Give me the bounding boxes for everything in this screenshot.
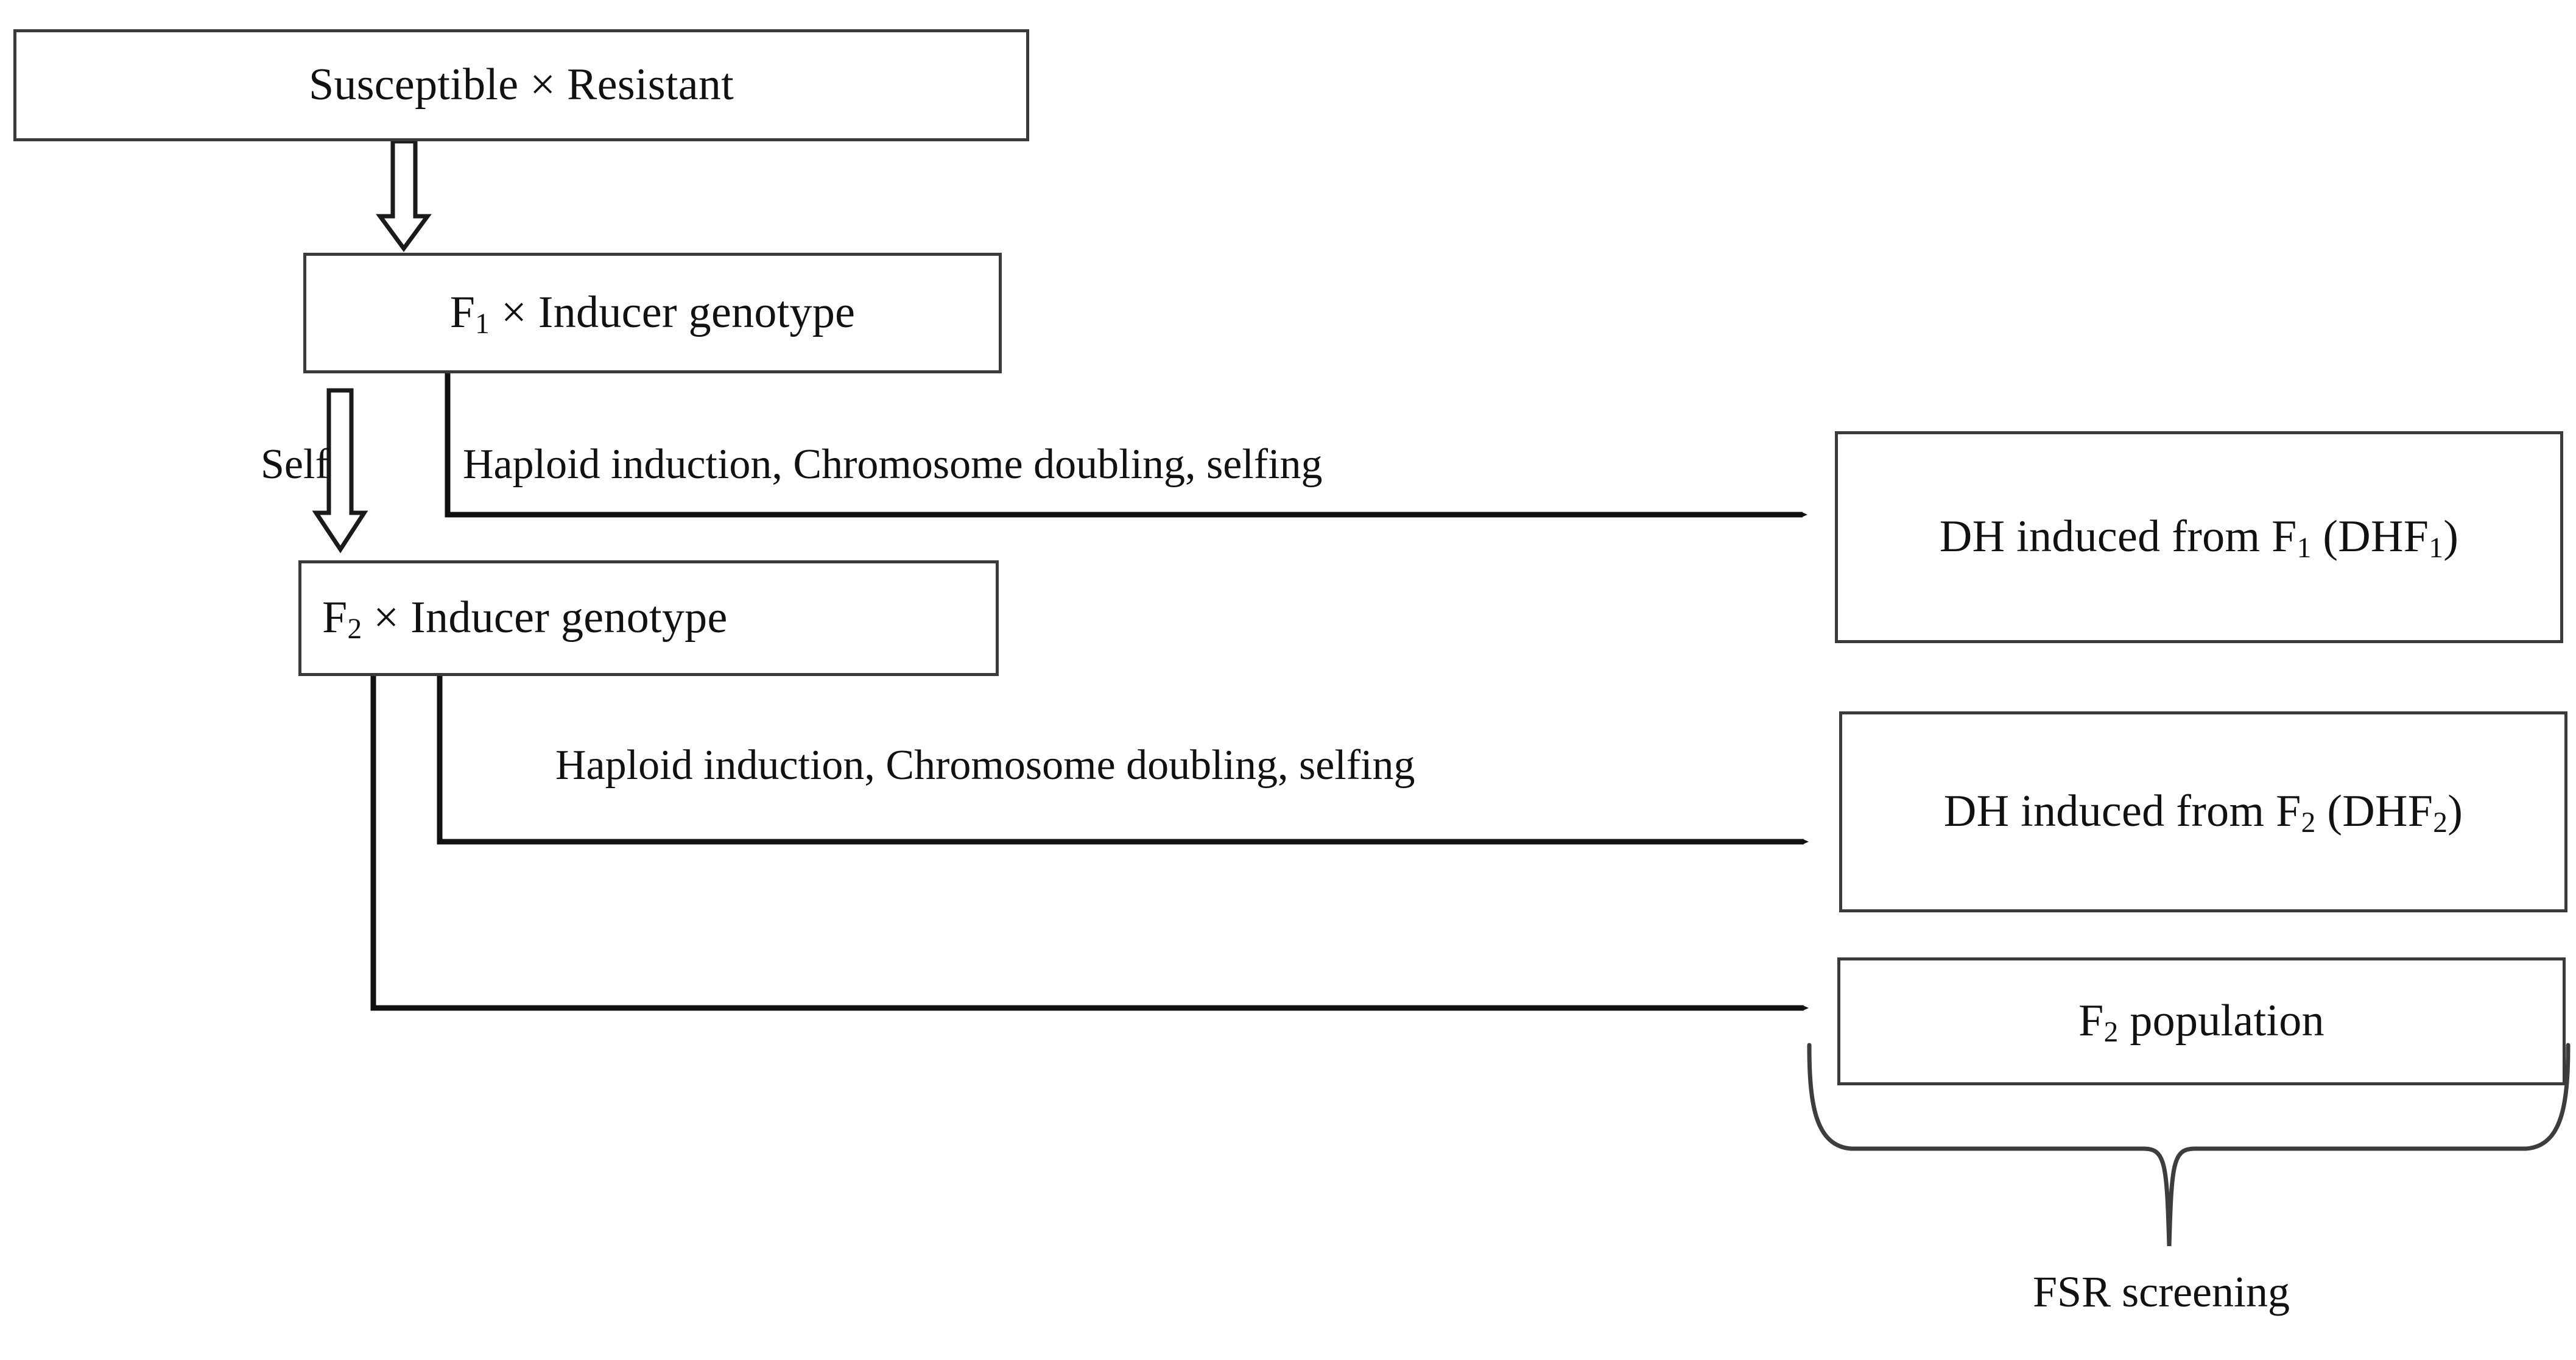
node-label-f1-cross: F1 × Inducer genotype — [449, 287, 856, 340]
dhf1-seg1: DH induced from F — [1939, 512, 2297, 562]
dhf2-seg3: ) — [2448, 786, 2463, 837]
node-label-cross: Susceptible × Resistant — [308, 60, 734, 110]
dhf2-sub2: 2 — [2433, 806, 2448, 839]
f1-rest: × Inducer genotype — [490, 287, 856, 338]
node-label-dhf2: DH induced from F2 (DHF2) — [1943, 786, 2463, 839]
node-f1-x-inducer-genotype[interactable]: F1 × Inducer genotype — [303, 253, 1002, 373]
f2-letter: F — [322, 593, 348, 643]
edge-label-haploid-from-f1: Haploid induction, Chromosome doubling, … — [463, 441, 1323, 488]
dhf2-seg1: DH induced from F — [1943, 786, 2301, 837]
dhf1-seg3: ) — [2443, 512, 2459, 562]
block-arrow-f1-to-f2-self — [312, 388, 368, 554]
node-f2-x-inducer-genotype[interactable]: F2 × Inducer genotype — [298, 560, 999, 676]
edge-f2-to-f2-population — [370, 672, 1809, 1011]
node-susceptible-x-resistant[interactable]: Susceptible × Resistant — [13, 29, 1029, 141]
f2pop-letter: F — [2078, 996, 2104, 1046]
fsr-curly-brace — [1807, 1043, 2571, 1247]
node-dh-induced-from-f2[interactable]: DH induced from F2 (DHF2) — [1839, 711, 2567, 912]
dhf1-seg2: (DHF — [2311, 512, 2429, 562]
f1-letter: F — [449, 287, 476, 338]
f2-rest: × Inducer genotype — [362, 593, 728, 643]
dhf2-sub1: 2 — [2301, 806, 2316, 839]
edge-f1-to-dhf1 — [445, 345, 1807, 518]
dhf1-sub1: 1 — [2296, 532, 2312, 564]
node-f2-population[interactable]: F2 population — [1837, 957, 2566, 1085]
dhf2-seg2: (DHF — [2315, 786, 2433, 837]
node-label-f2-cross: F2 × Inducer genotype — [322, 593, 728, 645]
node-dh-induced-from-f1[interactable]: DH induced from F1 (DHF1) — [1835, 431, 2563, 643]
edge-label-haploid-from-f2: Haploid induction, Chromosome doubling, … — [555, 742, 1415, 789]
node-label-dhf1: DH induced from F1 (DHF1) — [1939, 512, 2459, 564]
f2pop-subscript: 2 — [2103, 1016, 2119, 1048]
dhf1-sub2: 1 — [2429, 532, 2444, 564]
block-arrow-cross-to-f1 — [376, 139, 432, 252]
f1-subscript: 1 — [475, 308, 490, 340]
edge-f2-to-dhf2 — [437, 670, 1809, 845]
f2pop-rest: population — [2118, 996, 2324, 1046]
f2-subscript: 2 — [347, 613, 362, 645]
node-label-f2-population: F2 population — [2078, 996, 2324, 1048]
edge-label-self: Self — [261, 441, 329, 488]
fsr-screening-label: FSR screening — [2033, 1267, 2290, 1316]
